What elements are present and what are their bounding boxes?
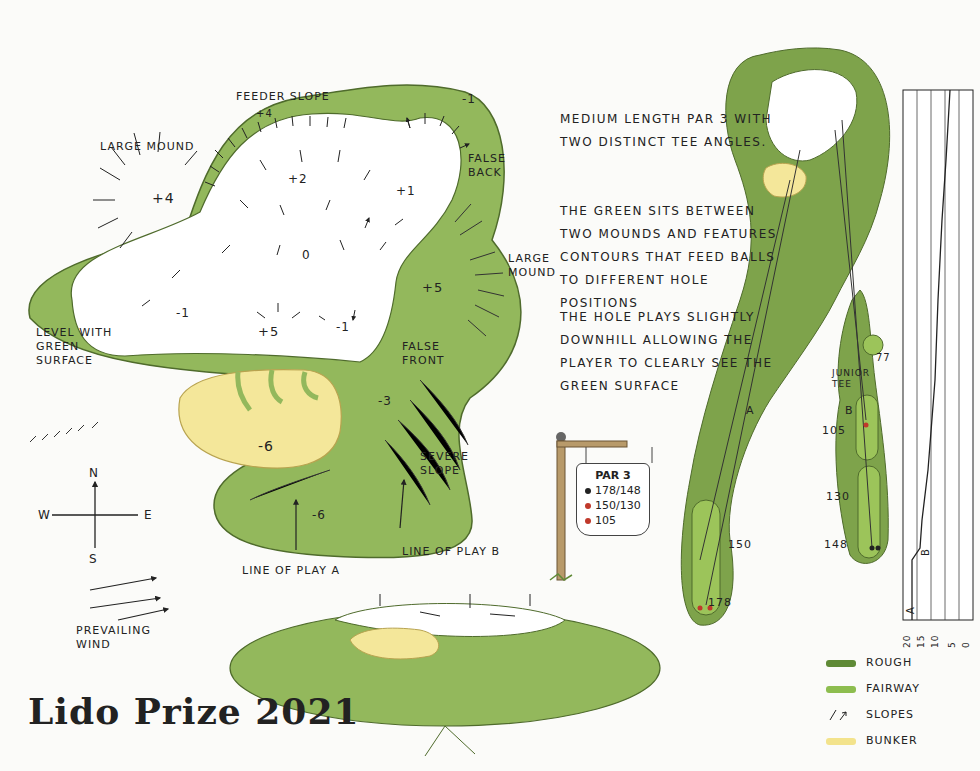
callout-label: 0 bbox=[302, 248, 311, 263]
sign-text: PAR 3 bbox=[595, 469, 631, 482]
callout-label: FALSE BACK bbox=[468, 152, 538, 180]
callout-label: -3 bbox=[378, 394, 392, 409]
sign-row: PAR 3 bbox=[585, 469, 641, 484]
callout-label: LARGE MOUND bbox=[100, 140, 194, 154]
callout-label: FALSE FRONT bbox=[402, 340, 462, 368]
callout-label: S bbox=[89, 552, 98, 567]
callout-label: A bbox=[746, 404, 755, 418]
callout-label: PREVAILING WIND bbox=[76, 624, 166, 652]
sign-row: 178/148 bbox=[585, 484, 641, 499]
note-text: THE GREEN SITS BETWEEN TWO MOUNDS AND FE… bbox=[560, 200, 785, 315]
sign-text: 150/130 bbox=[595, 499, 641, 512]
legend-slope-sample bbox=[826, 708, 858, 722]
title-text: Lido Prize 2021 bbox=[28, 690, 360, 732]
callout-label: LEVEL WITH GREEN SURFACE bbox=[36, 326, 126, 367]
callout-label: 0 bbox=[961, 641, 972, 648]
tee-dot bbox=[585, 488, 591, 494]
callout-label: A bbox=[905, 606, 918, 614]
sign-text: 178/148 bbox=[595, 484, 641, 497]
callout-label: SEVERE SLOPE bbox=[420, 450, 480, 478]
callout-label: 77 bbox=[876, 352, 891, 365]
callout-label: +4 bbox=[256, 108, 273, 121]
callout-label: FEEDER SLOPE bbox=[236, 90, 330, 104]
callout-label: W bbox=[38, 508, 51, 523]
sign-row: 105 bbox=[585, 514, 641, 529]
callout-label: 105 bbox=[822, 424, 846, 438]
callout-label: LINE OF PLAY B bbox=[402, 545, 500, 559]
note-text: MEDIUM LENGTH PAR 3 WITH TWO DISTINCT TE… bbox=[560, 108, 785, 154]
tee-dot bbox=[585, 518, 591, 524]
callout-label: 130 bbox=[826, 490, 850, 504]
legend-swatch bbox=[826, 738, 856, 745]
note-text: THE HOLE PLAYS SLIGHTLY DOWNHILL ALLOWIN… bbox=[560, 306, 785, 398]
callout-label: -1 bbox=[176, 306, 190, 321]
callout-label: N bbox=[89, 466, 99, 481]
callout-label: -6 bbox=[258, 438, 274, 456]
callout-label: 20 bbox=[902, 635, 913, 648]
callout-label: B bbox=[845, 404, 854, 418]
legend-text: SLOPES bbox=[866, 708, 914, 721]
legend-text: ROUGH bbox=[866, 656, 912, 669]
sign-text: 105 bbox=[595, 514, 616, 527]
callout-label: B bbox=[920, 548, 933, 556]
callout-label: E bbox=[144, 508, 153, 523]
callout-label: +1 bbox=[396, 184, 416, 199]
legend-swatch bbox=[826, 686, 856, 693]
callout-label: LINE OF PLAY A bbox=[242, 564, 340, 578]
callout-label: +5 bbox=[258, 324, 279, 340]
legend-text: FAIRWAY bbox=[866, 682, 920, 695]
legend-text: BUNKER bbox=[866, 734, 918, 747]
tee-sign: PAR 3 178/148 150/130 105 bbox=[576, 463, 650, 536]
callout-label: 15 bbox=[916, 635, 927, 648]
callout-label: JUNIOR TEE bbox=[832, 368, 878, 391]
tee-dot bbox=[585, 503, 591, 509]
callout-label: 5 bbox=[947, 641, 958, 648]
callout-label: -6 bbox=[312, 508, 326, 523]
sign-row: 150/130 bbox=[585, 499, 641, 514]
callout-label: +4 bbox=[152, 190, 175, 208]
callout-label: +5 bbox=[422, 280, 443, 296]
callout-label: 178 bbox=[708, 596, 732, 610]
callout-label: LARGE MOUND bbox=[508, 252, 568, 280]
callout-label: -1 bbox=[336, 320, 350, 335]
callout-label: 10 bbox=[930, 635, 941, 648]
callout-label: +2 bbox=[288, 172, 308, 187]
callout-label: 148 bbox=[824, 538, 848, 552]
callout-label: 150 bbox=[728, 538, 752, 552]
legend-swatch bbox=[826, 660, 856, 667]
callout-label: -1 bbox=[462, 92, 476, 107]
